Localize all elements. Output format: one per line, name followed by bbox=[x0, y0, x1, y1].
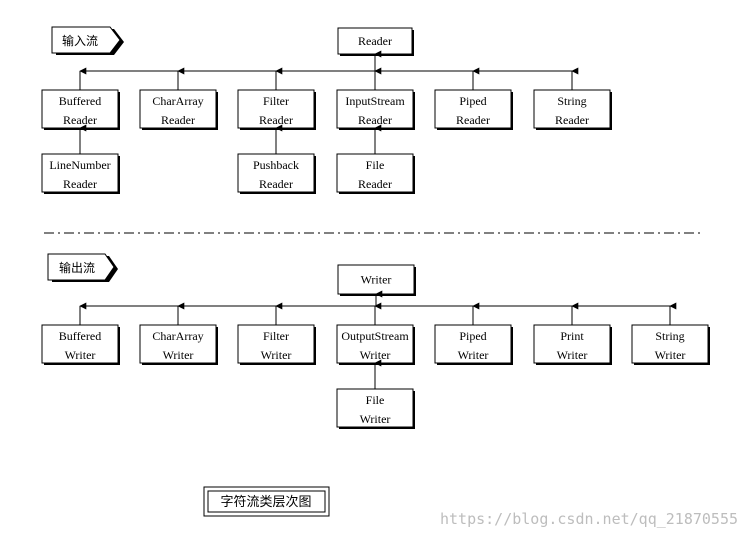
reader-node-box bbox=[337, 27, 413, 55]
filter-reader-node-label-2: Reader bbox=[259, 113, 293, 127]
buffered-writer-node-label-1: Buffered bbox=[59, 329, 101, 343]
pushback-reader-node-label-1: Pushback bbox=[253, 158, 299, 172]
caption-label: 字符流类层次图 bbox=[220, 494, 311, 509]
string-writer-node-label-2: Writer bbox=[655, 348, 686, 362]
piped-writer-node-label-1: Piped bbox=[459, 329, 486, 343]
pushback-reader-node-label-2: Reader bbox=[259, 177, 293, 191]
file-reader-node-label-2: Reader bbox=[358, 177, 392, 191]
file-writer-node-label-2: Writer bbox=[360, 412, 391, 426]
piped-writer-node-box bbox=[434, 324, 512, 364]
writer-node-label: Writer bbox=[361, 273, 392, 287]
linenumber-reader-node-label-1: LineNumber bbox=[49, 158, 110, 172]
input-stream-tag-label: 输入流 bbox=[62, 33, 98, 48]
string-reader-node-label-2: Reader bbox=[555, 113, 589, 127]
piped-reader-node-label-1: Piped bbox=[459, 94, 486, 108]
print-writer-node-label-1: Print bbox=[560, 329, 584, 343]
outputstream-writer-node-box bbox=[336, 324, 414, 364]
output-stream-tag-label: 输出流 bbox=[59, 260, 95, 275]
watermark-text: https://blog.csdn.net/qq_21870555 bbox=[440, 510, 738, 528]
diagram-caption: 字符流类层次图 bbox=[203, 486, 330, 517]
filter-reader-node-box bbox=[237, 89, 315, 129]
linenumber-reader-node-box bbox=[41, 153, 119, 193]
chararray-writer-node-label-1: CharArray bbox=[152, 329, 203, 343]
piped-reader-node-label-2: Reader bbox=[456, 113, 490, 127]
writer-node: Writer bbox=[337, 264, 416, 296]
buffered-reader-node-label-1: Buffered bbox=[59, 94, 101, 108]
piped-reader-node-box bbox=[434, 89, 512, 129]
print-writer-node-box bbox=[533, 324, 611, 364]
file-reader-node-box bbox=[336, 153, 414, 193]
writer-node-box bbox=[337, 264, 415, 295]
linenumber-reader-node-label-2: Reader bbox=[63, 177, 97, 191]
outputstream-writer-node-label-2: Writer bbox=[360, 348, 391, 362]
filter-writer-node-box bbox=[237, 324, 315, 364]
inputstream-reader-node-label-2: Reader bbox=[358, 113, 392, 127]
output-stream-tag: 输出流 bbox=[47, 253, 118, 282]
string-writer-node-label-1: String bbox=[655, 329, 684, 343]
filter-reader-node-label-1: Filter bbox=[263, 94, 289, 108]
inputstream-reader-node-label-1: InputStream bbox=[345, 94, 405, 108]
input-stream-tag: 输入流 bbox=[51, 26, 124, 55]
chararray-reader-node-label-1: CharArray bbox=[152, 94, 203, 108]
buffered-writer-node-label-2: Writer bbox=[65, 348, 96, 362]
string-writer-node-box bbox=[631, 324, 709, 364]
print-writer-node-label-2: Writer bbox=[557, 348, 588, 362]
filter-writer-node-label-1: Filter bbox=[263, 329, 289, 343]
writer-hierarchy: WriterBufferedWriterCharArrayWriterFilte… bbox=[41, 264, 710, 429]
file-writer-node-label-1: File bbox=[366, 393, 385, 407]
filter-writer-node-label-2: Writer bbox=[261, 348, 292, 362]
string-reader-node-box bbox=[533, 89, 611, 129]
outputstream-writer-node-label-1: OutputStream bbox=[341, 329, 409, 343]
buffered-reader-node-label-2: Reader bbox=[63, 113, 97, 127]
reader-hierarchy: ReaderBufferedReaderCharArrayReaderFilte… bbox=[41, 27, 612, 194]
reader-node-label: Reader bbox=[358, 34, 392, 48]
reader-node: Reader bbox=[337, 27, 414, 56]
string-reader-node-label-1: String bbox=[557, 94, 586, 108]
file-reader-node-label-1: File bbox=[366, 158, 385, 172]
chararray-reader-node-label-2: Reader bbox=[161, 113, 195, 127]
chararray-writer-node-label-2: Writer bbox=[163, 348, 194, 362]
chararray-writer-node-box bbox=[139, 324, 217, 364]
piped-writer-node-label-2: Writer bbox=[458, 348, 489, 362]
inputstream-reader-node-box bbox=[336, 89, 414, 129]
